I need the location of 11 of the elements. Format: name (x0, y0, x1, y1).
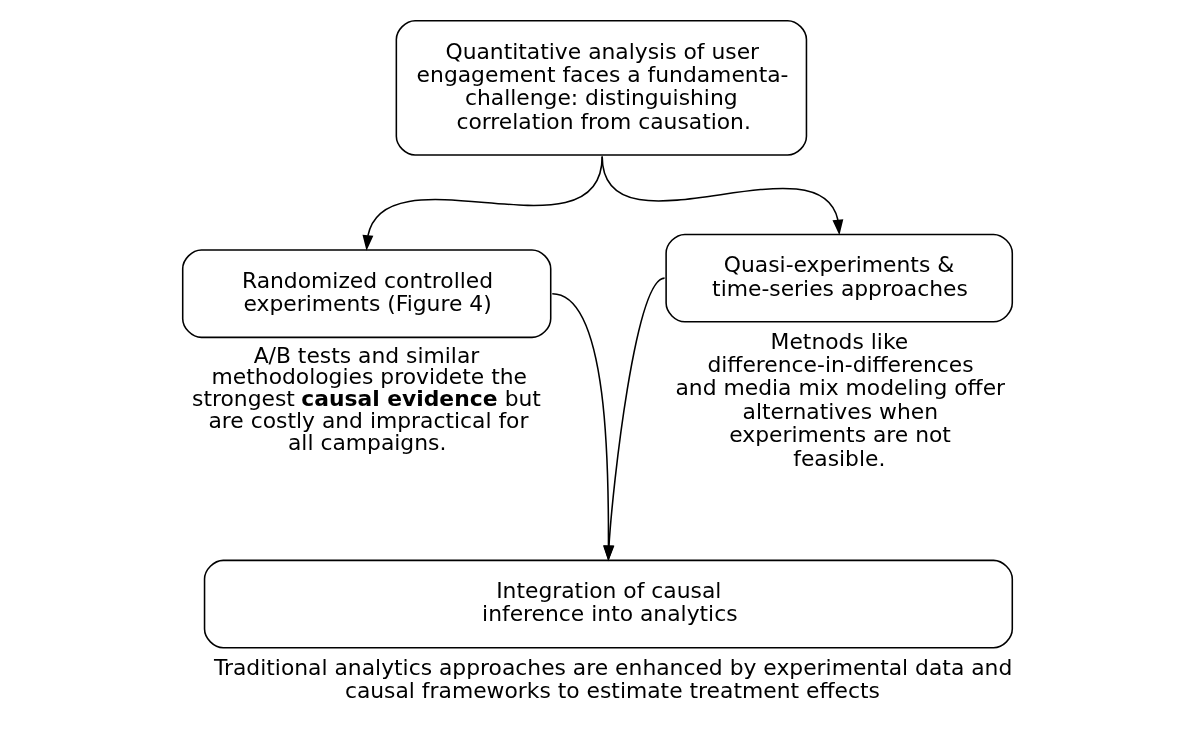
node-box: Quasi-experiments & time-series approaches (664, 233, 1013, 323)
arrow (551, 292, 614, 562)
node-label: Traditional analytics approaches are enhanced by experimental data and causal frameworks to estimate treatment effects (213, 654, 1012, 703)
node-label: A/B tests and similar methodologies providete the strongest causal evidence but are costly and impractical for all campaigns. (191, 342, 541, 455)
node-box: Quantitative analysis of user engagement faces a fundamenta- challenge: distinguishing correlation from causation. (395, 20, 807, 156)
arrow (361, 155, 603, 251)
node-box: Randomized controlled experiments (Figure 4) (181, 249, 551, 339)
node-box: Integration of causal inference into analytics (203, 559, 1013, 649)
arrow (603, 277, 665, 562)
node-label: Metnods like difference-in-differences and media mix modeling offer alternatives when experiments are not feasible. (674, 328, 1005, 471)
arrow (600, 155, 843, 236)
